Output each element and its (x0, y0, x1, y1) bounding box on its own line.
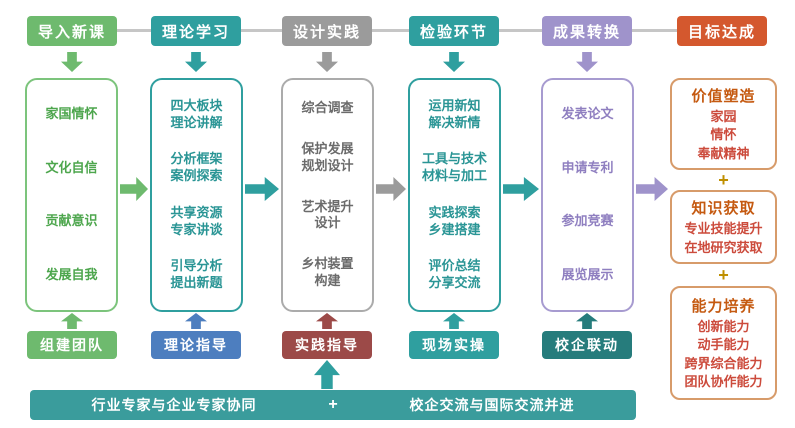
bottom-practice-guidance: 实践指导 (282, 331, 372, 359)
outcome-group-ability: 能力培养 创新能力 动手能力 跨界综合能力 团队协作能力 (670, 286, 777, 400)
outcome-item: 动手能力 (697, 337, 750, 353)
down-arrow-icon (443, 52, 465, 72)
column-item: 发展自我 (45, 266, 98, 282)
up-arrow-icon (61, 313, 83, 329)
column-item: 参加竞赛 (561, 213, 614, 229)
column-item: 文化自信 (45, 159, 98, 175)
banner-plus: + (328, 396, 338, 413)
column-item: 艺术提升 设计 (301, 198, 354, 231)
column-item: 综合调查 (301, 99, 354, 115)
down-arrow-icon (61, 52, 83, 72)
bottom-field-operation: 现场实操 (409, 331, 499, 359)
up-arrow-icon (314, 360, 340, 389)
outcome-item: 奉献精神 (697, 145, 750, 161)
column-item: 评价总结 分享交流 (428, 258, 481, 291)
outcome-item: 团队协作能力 (684, 373, 763, 389)
up-arrow-icon (185, 313, 207, 329)
bottom-theory-guidance: 理论指导 (151, 331, 241, 359)
outcome-group-title: 能力培养 (691, 298, 756, 316)
column-item: 分析框架 案例探索 (170, 151, 223, 184)
verification-column: 运用新知 解决新情 工具与技术 材料与加工 实践探索 乡建搭建 评价总结 分享交… (408, 78, 501, 312)
column-item: 发表论文 (561, 106, 614, 122)
outcome-item: 家园 (710, 109, 737, 125)
column-item: 共享资源 专家讲谈 (170, 204, 223, 237)
stage-achievement-transform: 成果转换 (542, 16, 632, 46)
column-item: 实践探索 乡建搭建 (428, 204, 481, 237)
down-arrow-icon (316, 52, 338, 72)
design-practice-column: 综合调查 保护发展 规划设计 艺术提升 设计 乡村装置 构建 (281, 78, 374, 312)
right-arrow-icon (503, 177, 539, 201)
outcome-item: 在地研究获取 (684, 239, 763, 255)
right-arrow-icon (636, 177, 668, 201)
bottom-team-building: 组建团队 (27, 331, 117, 359)
outcome-item: 情怀 (710, 127, 737, 143)
stage-goal-attainment: 目标达成 (677, 16, 767, 46)
values-column: 家国情怀 文化自信 贡献意识 发展自我 (25, 78, 118, 312)
up-arrow-icon (576, 313, 598, 329)
outcome-group-values: 价值塑造 家园 情怀 奉献精神 (670, 78, 777, 170)
outcome-item: 创新能力 (697, 319, 750, 335)
down-arrow-icon (576, 52, 598, 72)
outcome-item: 专业技能提升 (684, 221, 763, 237)
plus-separator: + (718, 265, 729, 285)
banner-left-text: 行业专家与企业专家协同 (91, 397, 257, 413)
stage-theory-learning: 理论学习 (151, 16, 241, 46)
column-item: 四大板块 理论讲解 (170, 97, 223, 130)
plus-separator: + (718, 170, 729, 190)
up-arrow-icon (443, 313, 465, 329)
column-item: 展览展示 (561, 266, 614, 282)
achievements-column: 发表论文 申请专利 参加竞赛 展览展示 (541, 78, 634, 312)
column-item: 运用新知 解决新情 (428, 97, 481, 130)
top-connector-line (72, 29, 722, 32)
column-item: 家国情怀 (45, 106, 98, 122)
down-arrow-icon (185, 52, 207, 72)
column-item: 申请专利 (561, 159, 614, 175)
stage-design-practice: 设计实践 (282, 16, 372, 46)
column-item: 乡村装置 构建 (301, 256, 354, 289)
column-item: 保护发展 规划设计 (301, 140, 354, 173)
bottom-school-enterprise-linkage: 校企联动 (542, 331, 632, 359)
column-item: 引导分析 提出新题 (170, 258, 223, 291)
outcome-group-title: 价值塑造 (691, 88, 756, 106)
right-arrow-icon (245, 177, 279, 201)
column-item: 工具与技术 材料与加工 (421, 151, 487, 184)
outcome-group-knowledge: 知识获取 专业技能提升 在地研究获取 (670, 190, 777, 264)
stage-inspection: 检验环节 (409, 16, 499, 46)
theory-column: 四大板块 理论讲解 分析框架 案例探索 共享资源 专家讲谈 引导分析 提出新题 (150, 78, 243, 312)
outcome-group-title: 知识获取 (691, 200, 756, 218)
outcome-item: 跨界综合能力 (684, 355, 763, 371)
column-item: 贡献意识 (45, 213, 98, 229)
up-arrow-icon (316, 313, 338, 329)
banner-right-text: 校企交流与国际交流并进 (409, 397, 575, 413)
bottom-banner: 行业专家与企业专家协同 + 校企交流与国际交流并进 (30, 390, 636, 420)
right-arrow-icon (376, 177, 406, 201)
right-arrow-icon (120, 177, 148, 201)
stage-intro-new-lesson: 导入新课 (27, 16, 117, 46)
